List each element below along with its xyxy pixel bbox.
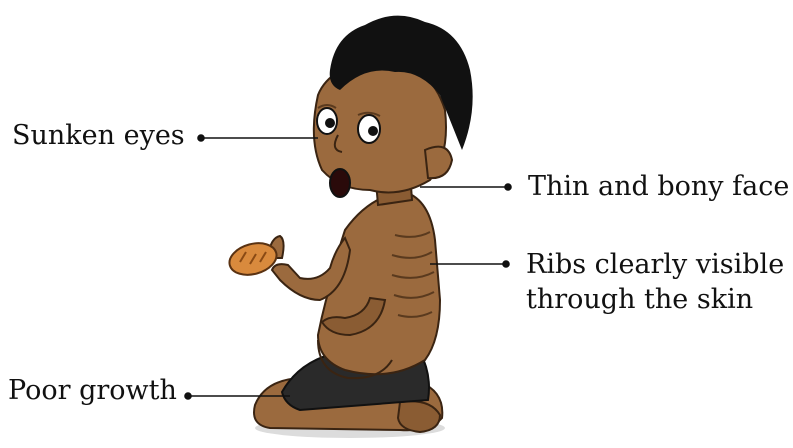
- label-ribs-line-2: through the skin: [526, 283, 753, 317]
- label-thin-face: Thin and bony face: [528, 170, 789, 204]
- label-sunken-eyes: Sunken eyes: [12, 119, 185, 153]
- label-poor-growth: Poor growth: [8, 374, 177, 408]
- mouth: [330, 169, 350, 197]
- label-ribs-line-1: Ribs clearly visible: [526, 248, 784, 282]
- ear: [425, 147, 452, 179]
